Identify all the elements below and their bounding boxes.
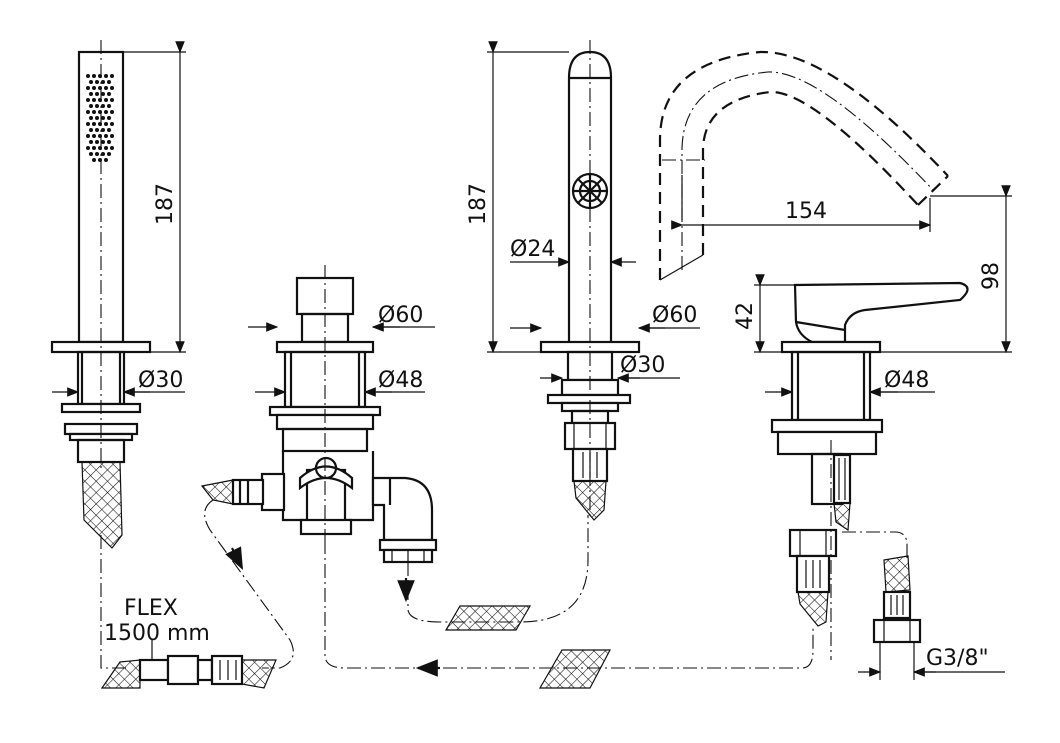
arrow-icon: [225, 546, 243, 570]
lever-height-label: 42: [733, 302, 758, 330]
flex-label: FLEX: [124, 596, 178, 621]
supply-connection: G3/8": [842, 531, 1005, 680]
lever-mixer: 42 98 Ø48: [733, 185, 1012, 660]
hand-shower: 187 Ø30: [50, 40, 186, 549]
shower-head-icon: [86, 74, 114, 162]
diverter-top-dia-label: Ø60: [378, 303, 423, 328]
hand-shower-base-dia-label: Ø30: [138, 368, 183, 393]
connection-thread-label: G3/8": [926, 646, 989, 671]
spout-height-label: 187: [466, 183, 491, 225]
spout-dia-label: Ø24: [510, 237, 555, 262]
spout: 187 Ø24 Ø60 Ø30: [466, 40, 700, 521]
spout-side-view: 154: [658, 50, 949, 281]
mixer-height-label: 98: [979, 262, 1004, 290]
flex-hose-routing: FLEX 1500 mm: [100, 499, 814, 689]
spout-shank-dia-label: Ø30: [620, 353, 665, 378]
hand-shower-height-label: 187: [153, 183, 178, 225]
diverter-body-dia-label: Ø48: [378, 368, 423, 393]
diverter-valve: Ø60 Ø48: [200, 265, 438, 564]
mixer-body-dia-label: Ø48: [884, 368, 929, 393]
spout-base-dia-label: Ø60: [652, 303, 697, 328]
flex-length-label: 1500 mm: [104, 621, 210, 646]
spout-reach-label: 154: [785, 199, 827, 224]
